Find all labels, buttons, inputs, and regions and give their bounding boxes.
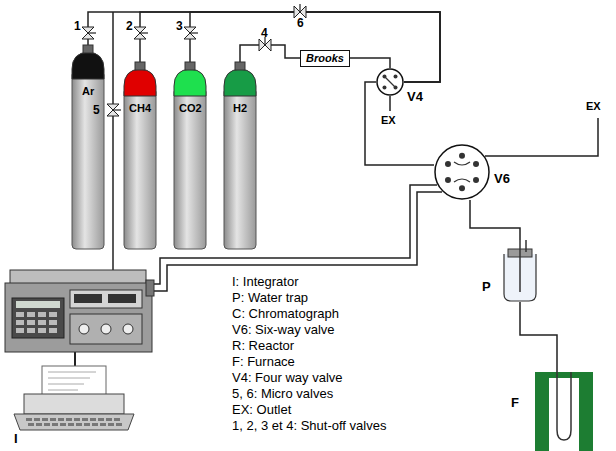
six-way-valve: V6 [434,144,490,200]
legend-entry: V6: Six-way valve [232,323,335,338]
callout-number: 3 [176,20,183,34]
part-letter: V6 [494,172,510,186]
co2-cylinder: CO2 [172,62,208,250]
gas-line [190,12,440,82]
cyl-outline [70,45,106,250]
methane-cylinder: CH4 [122,62,158,250]
gas-line [470,200,520,240]
valve-outline [376,68,404,96]
printer-outline [8,366,140,446]
controller-name: Brooks [306,52,344,64]
part-letter: P [482,280,491,294]
four-way-valve: V4 [376,68,404,96]
furnace: F [535,372,593,451]
legend-entry: F: Furnace [232,355,295,370]
callout-number: 2 [126,20,133,34]
outlet-pipe [485,118,598,156]
legend-entry: EX: Outlet [232,403,291,418]
gas-name: CO2 [179,102,202,114]
legend-entry: C: Chromatograph [232,307,339,322]
legend-entry: 5, 6: Micro valves [232,387,333,402]
cyl-outline [122,62,158,250]
chromatograph-drawing [5,270,154,352]
outlet-pipe [389,96,391,111]
trap-outline [500,240,540,302]
hydrogen-cylinder: H2 [222,62,258,250]
mass-flow-controller: Brooks [300,50,350,67]
outlet-label: EX [381,114,396,127]
carrier-pipe [112,12,114,270]
furnace-outline [535,372,593,451]
legend-entry: R: Reactor [232,339,294,354]
callout-number: 6 [297,17,304,31]
callout-number: 5 [93,104,100,118]
part-letter: I [14,432,18,446]
gas-name: H2 [233,102,247,114]
water-trap: P [500,240,540,302]
gas-name: Ar [82,85,94,97]
outlet-label: EX [586,100,601,113]
callout-number: 1 [74,20,81,34]
gas-name: CH4 [129,102,151,114]
legend-entry: 1, 2, 3 et 4: Shut-off valves [232,419,386,434]
part-letter: F [511,396,519,410]
cyl-outline [222,62,258,250]
cyl-outline [172,62,208,250]
callout-number: 4 [261,27,268,41]
argon-cylinder: Ar [70,45,106,250]
gas-line [350,58,390,68]
part-letter: V4 [407,90,423,104]
integrator: I [8,366,140,446]
gas-line [520,302,557,372]
gas-line [365,82,434,165]
signal-cable [74,352,76,366]
legend-entry: V4: Four way valve [232,371,343,386]
legend-entry: I: Integrator [232,275,298,290]
valve-outline [434,144,490,200]
legend-entry: P: Water trap [232,291,308,306]
valve-handle [88,4,300,110]
